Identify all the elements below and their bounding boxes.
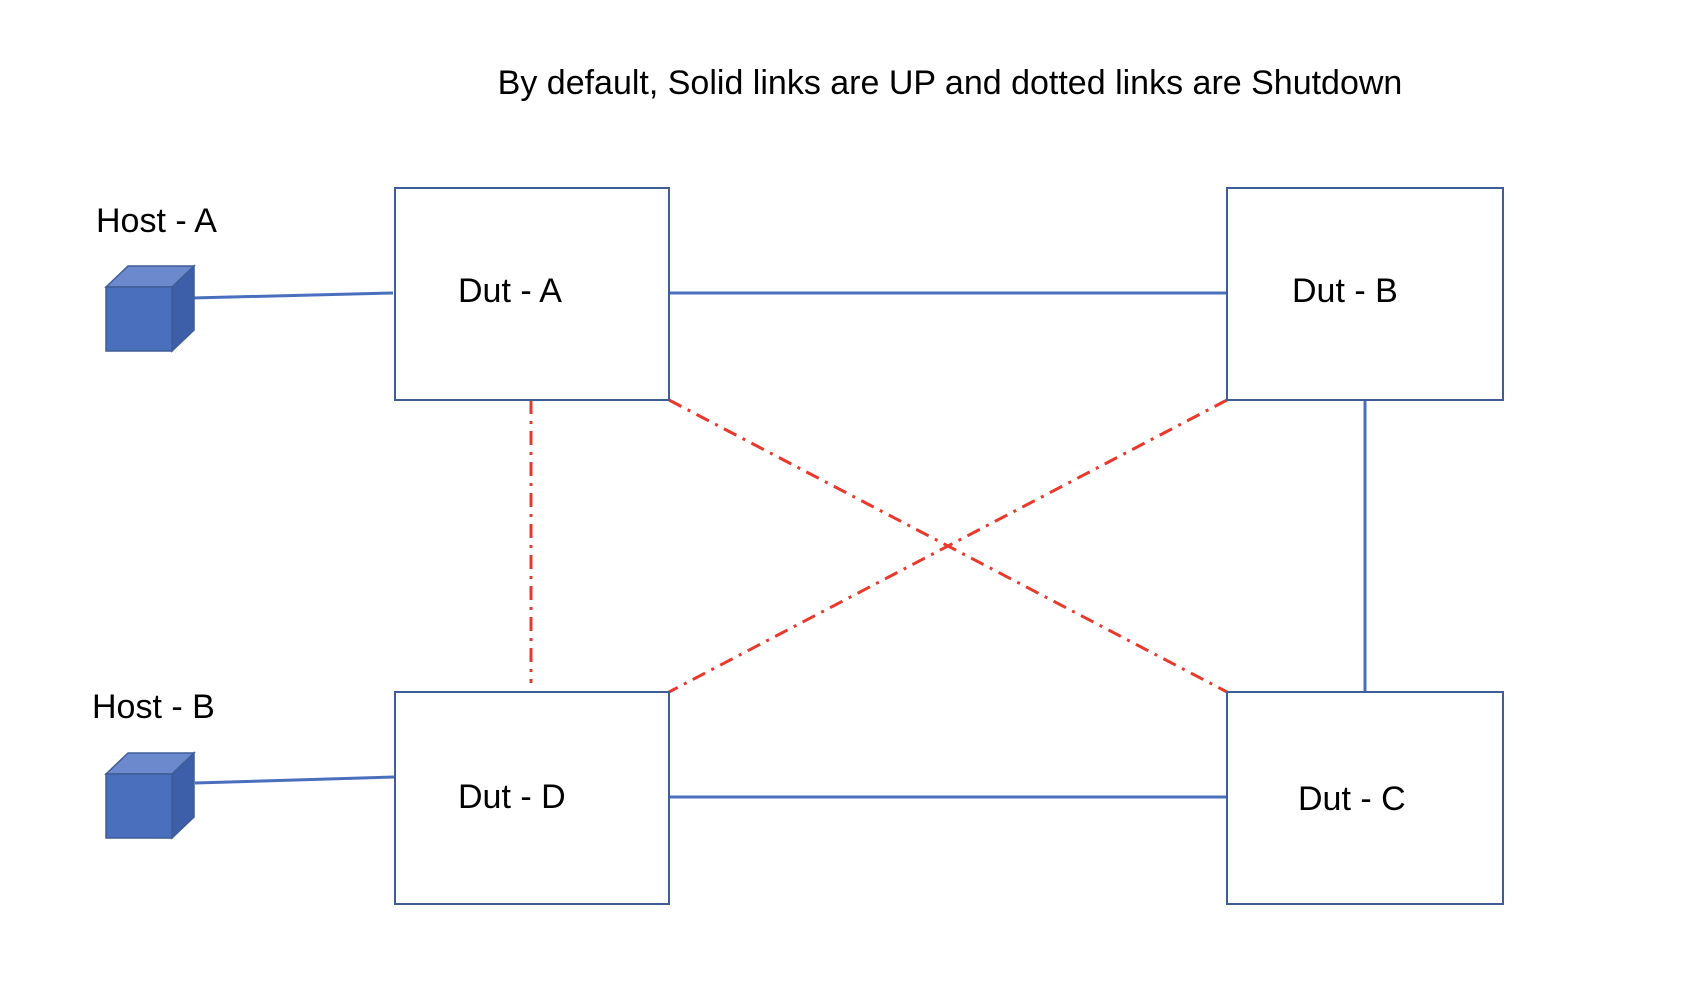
cube-icon	[104, 264, 196, 353]
dut-d-node[interactable]: Dut - D	[394, 691, 670, 905]
dut-c-label: Dut - C	[1298, 780, 1406, 818]
cube-icon	[104, 751, 196, 840]
dut-b-box[interactable]	[1226, 187, 1504, 401]
dut-c-box[interactable]	[1226, 691, 1504, 905]
up-links	[191, 291, 1367, 799]
host-b-label: Host - B	[92, 688, 215, 726]
dut-a-node[interactable]: Dut - A	[394, 187, 670, 401]
link-host-a-dut-a	[191, 291, 394, 300]
host-b[interactable]: Host - B	[92, 688, 215, 840]
dut-a-box[interactable]	[394, 187, 670, 401]
dut-a-label: Dut - A	[458, 272, 562, 310]
host-a[interactable]: Host - A	[96, 202, 217, 353]
link-host-b-dut-d	[194, 775, 395, 785]
link-dut-b-dut-d	[668, 398, 1228, 694]
dut-c-node[interactable]: Dut - C	[1226, 691, 1504, 905]
dut-d-label: Dut - D	[458, 778, 566, 816]
host-a-label: Host - A	[96, 202, 217, 240]
dut-b-label: Dut - B	[1292, 272, 1398, 310]
dut-d-box[interactable]	[394, 691, 670, 905]
dut-b-node[interactable]: Dut - B	[1226, 187, 1504, 401]
diagram-title: By default, Solid links are UP and dotte…	[498, 64, 1403, 102]
shutdown-links	[529, 398, 1228, 694]
